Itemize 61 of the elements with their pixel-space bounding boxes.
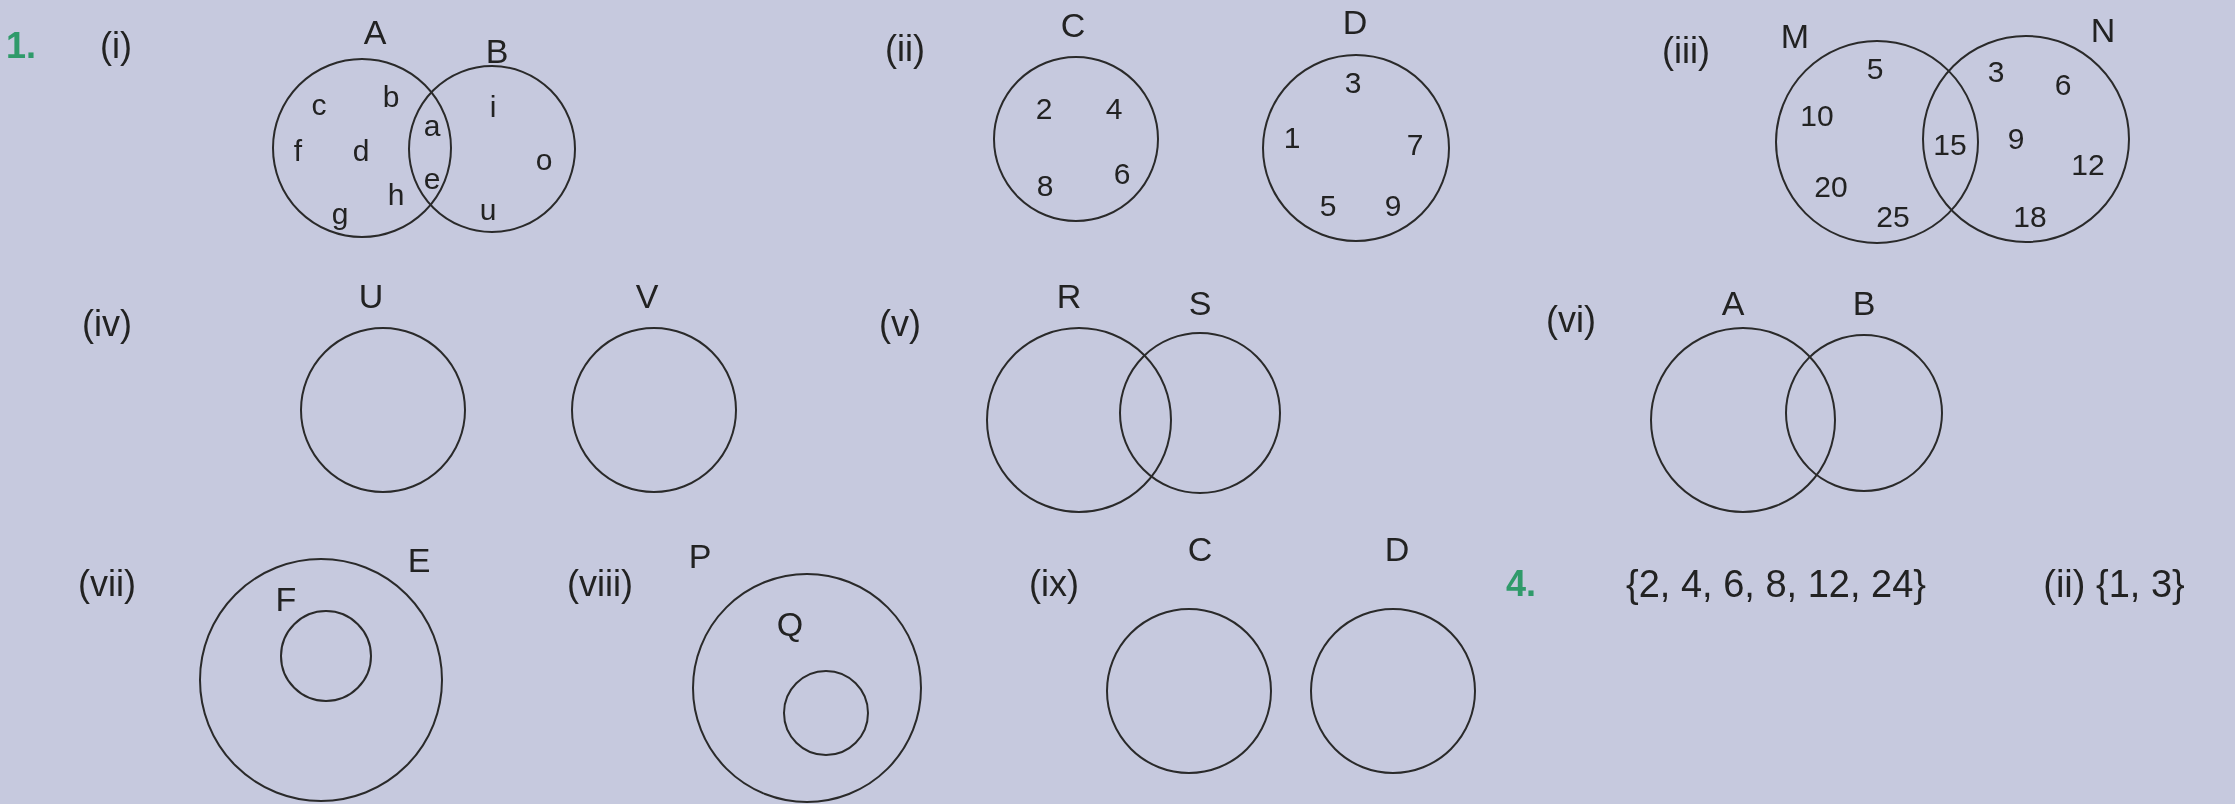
- set-element: b: [382, 82, 400, 112]
- set-element: 9: [1384, 191, 1402, 221]
- set-element: c: [311, 90, 327, 120]
- set-element: 15: [1933, 130, 1967, 160]
- set-element: 10: [1800, 101, 1834, 131]
- set-name: B: [485, 34, 509, 68]
- set-element: 7: [1406, 130, 1424, 160]
- set-element: 6: [1113, 159, 1131, 189]
- set-element: 1: [1283, 123, 1301, 153]
- set-name: F: [275, 582, 297, 616]
- part-label: (viii): [567, 566, 633, 602]
- set-element: 6: [2054, 70, 2072, 100]
- set-element: a: [423, 111, 441, 141]
- set-name: A: [363, 15, 387, 49]
- set-element: 2: [1035, 94, 1053, 124]
- part-label: (vi): [1546, 302, 1596, 338]
- set-name: R: [1056, 279, 1082, 313]
- set-element: 4: [1105, 94, 1123, 124]
- question-number: 4.: [1506, 566, 1536, 602]
- set-element: u: [479, 195, 497, 225]
- set-name: E: [407, 543, 431, 577]
- set-element: 20: [1814, 172, 1848, 202]
- question-number: 1.: [6, 28, 36, 64]
- part-label: (iv): [82, 306, 132, 342]
- set-name: Q: [776, 607, 804, 641]
- set-element: 5: [1866, 54, 1884, 84]
- set-element: 3: [1344, 68, 1362, 98]
- part-label: (i): [100, 28, 132, 64]
- set-name: D: [1384, 532, 1410, 566]
- set-name: S: [1188, 286, 1212, 320]
- set-name: N: [2090, 13, 2116, 47]
- set-name: C: [1060, 8, 1086, 42]
- set-name: D: [1342, 5, 1368, 39]
- set-element: e: [423, 164, 441, 194]
- set-element: 8: [1036, 171, 1054, 201]
- set-element: f: [293, 136, 303, 166]
- set-element: 18: [2013, 202, 2047, 232]
- answer-text: {2, 4, 6, 8, 12, 24}: [1626, 565, 1926, 603]
- set-element: i: [489, 92, 497, 122]
- set-element: 25: [1876, 202, 1910, 232]
- set-name: V: [635, 279, 659, 313]
- set-element: h: [387, 180, 405, 210]
- part-label: (v): [879, 306, 921, 342]
- set-element: o: [535, 145, 553, 175]
- set-element: d: [352, 136, 370, 166]
- set-name: C: [1187, 532, 1213, 566]
- set-element: 9: [2007, 124, 2025, 154]
- set-name: B: [1852, 286, 1876, 320]
- set-element: g: [331, 199, 349, 229]
- set-element: 3: [1987, 57, 2005, 87]
- set-name: A: [1721, 286, 1745, 320]
- part-label: (iii): [1662, 33, 1710, 69]
- set-element: 12: [2071, 150, 2105, 180]
- part-label: (ix): [1029, 566, 1079, 602]
- set-name: M: [1780, 19, 1810, 53]
- set-name: U: [358, 279, 384, 313]
- set-name: P: [688, 539, 712, 573]
- part-label: (ii): [885, 31, 925, 67]
- answer-text: (ii) {1, 3}: [2043, 565, 2185, 603]
- part-label: (vii): [78, 566, 136, 602]
- set-element: 5: [1319, 191, 1337, 221]
